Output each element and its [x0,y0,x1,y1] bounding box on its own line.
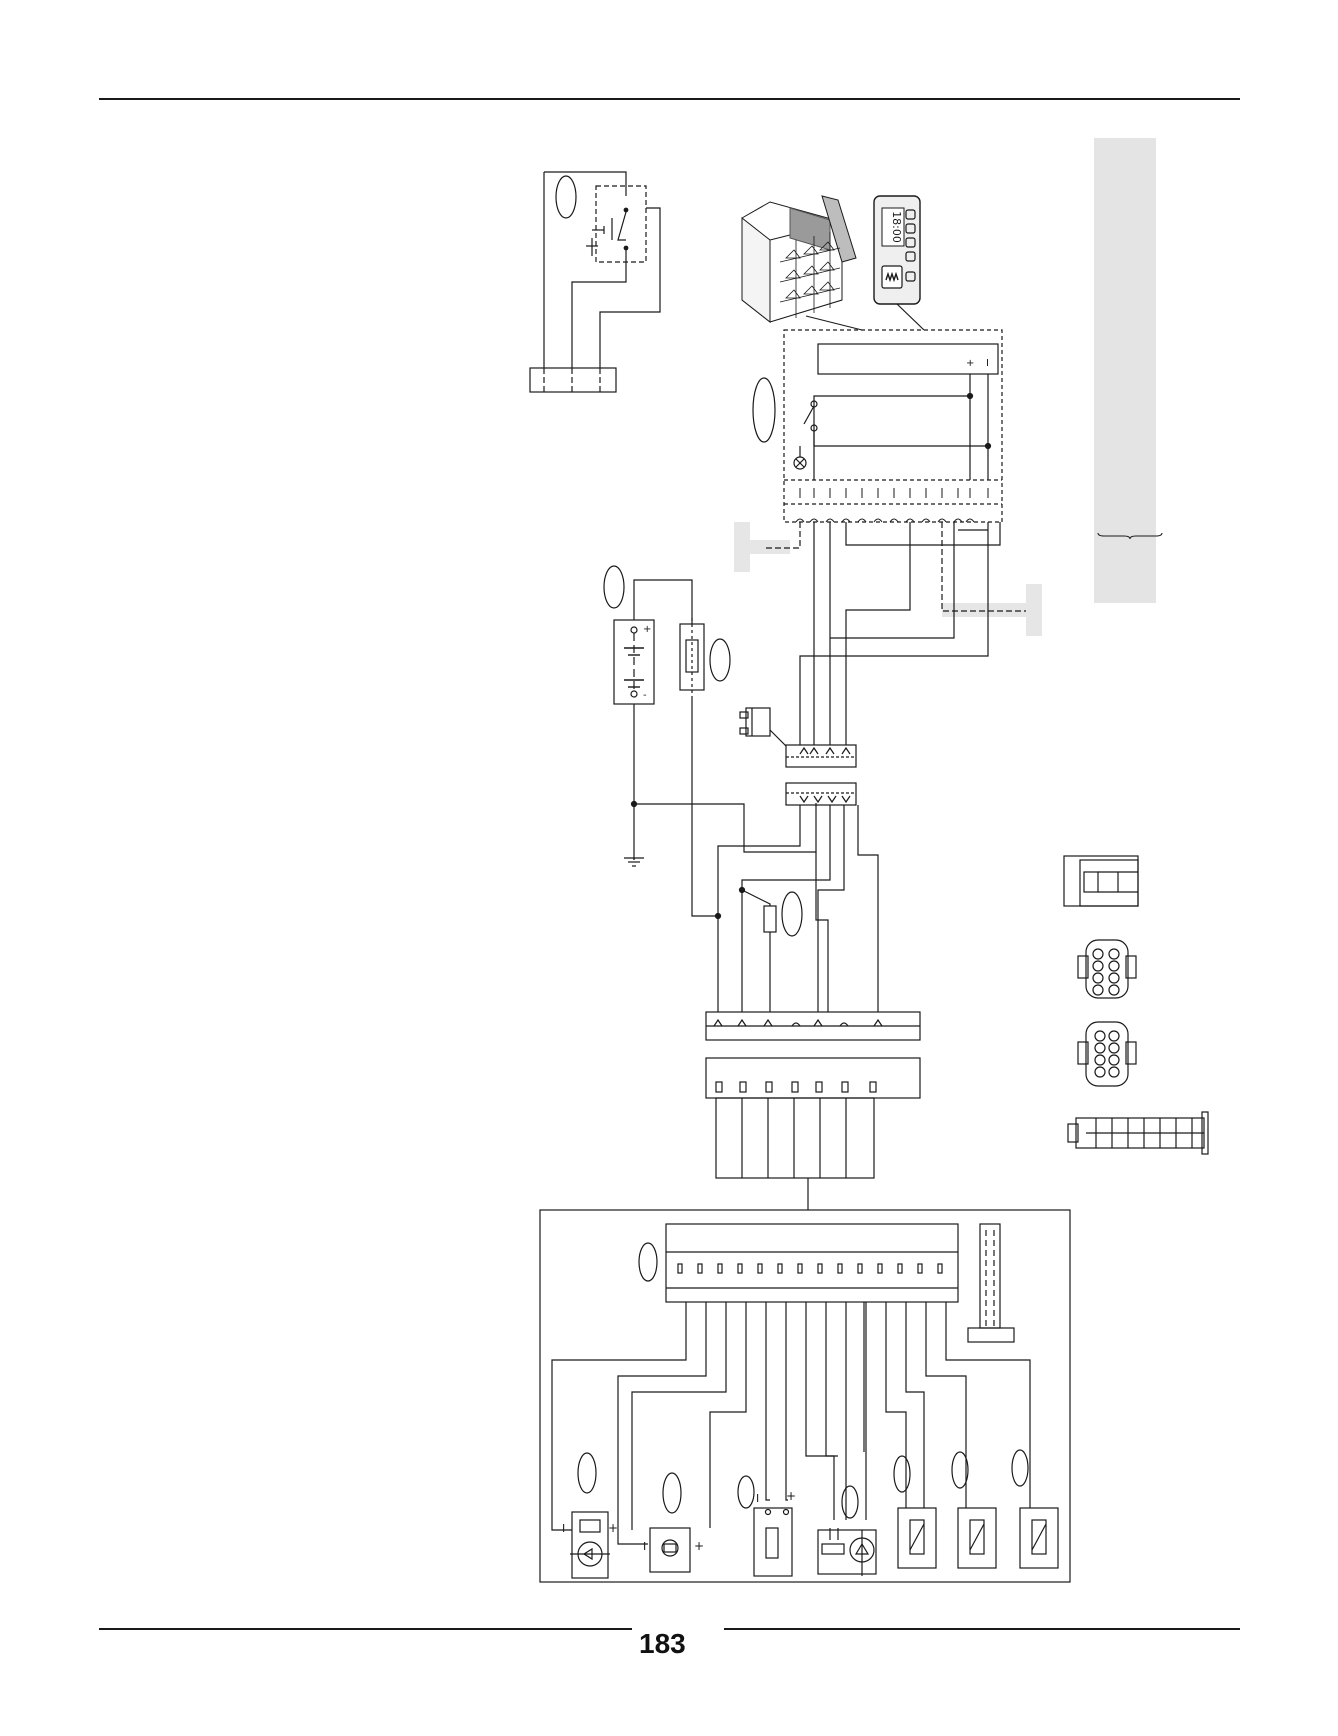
down-arrow-icon[interactable] [905,223,916,234]
label-oval [1011,1449,1029,1487]
small-plug-drawing [739,707,787,747]
connector-8pin-round-icon-2 [1077,1021,1137,1087]
control-board: + I [752,329,1003,523]
switch-block [529,171,661,393]
board-minus-label: I [986,358,989,369]
controller-display-time: 18:00 [890,211,903,243]
left-plus-label: + [608,1521,618,1535]
mid-plus-label: + [694,1539,704,1553]
heater-unit: I + I + I + [539,1209,1071,1583]
middle-harness-wires [714,805,879,1012]
center-minus-label: I [756,1492,759,1505]
label-oval [737,1475,755,1509]
side-legend-panel [1094,138,1156,603]
label-oval [603,565,625,609]
connector-8pin-round-icon [1077,939,1137,999]
controller-display [881,207,905,247]
triple-wave-icon [881,265,903,289]
board-wires [766,522,1026,745]
label-oval [893,1455,911,1493]
connector-12pin-strip-icon [1067,1111,1209,1155]
up-arrow-icon[interactable] [905,209,916,220]
menu-icon[interactable] [905,237,916,248]
inline-connector-lower [785,782,857,806]
label-oval [951,1451,969,1489]
label-oval [638,1242,658,1282]
board-plus-label: + [966,358,974,369]
label-oval [752,377,776,443]
page-number: 183 [639,1628,686,1659]
battery-plus-label: + [643,624,651,635]
label-oval [841,1485,859,1519]
connector-bar-upper [705,1011,921,1041]
inline-connector-upper [785,744,857,768]
battery-minus-label: - [643,690,647,701]
connector-icons [1063,855,1209,1155]
center-plus-label: + [786,1489,796,1503]
label-oval [577,1452,597,1494]
connector-6pin-icon [1063,855,1139,907]
battery-fuse-block: + - [603,565,817,917]
connector-bar-lower [705,1057,921,1210]
brace-mark [1097,532,1163,540]
label-oval [709,638,731,682]
label-oval [555,175,577,219]
label-oval [781,891,803,937]
left-minus-label: I [562,1522,565,1535]
connector-housing-drawing [741,195,863,331]
power-icon[interactable] [905,271,916,282]
controller-unit: 18:00 [873,195,925,331]
label-oval [662,1472,682,1514]
shaded-brackets [734,522,1042,636]
blank-icon[interactable] [905,251,916,262]
mid-minus-label: I [643,1540,646,1553]
